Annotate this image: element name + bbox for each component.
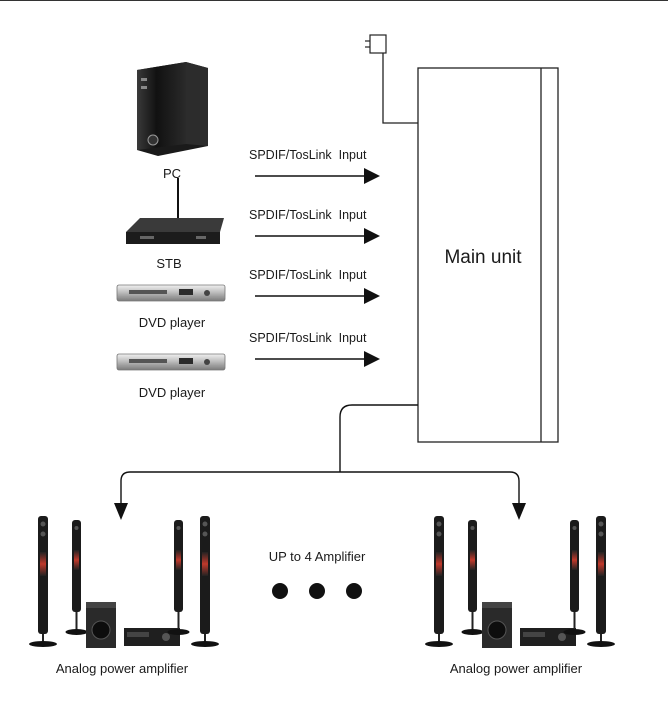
pc-tower-icon	[137, 62, 208, 156]
source-label-dvd-2: DVD player	[139, 385, 206, 400]
source-label-stb: STB	[156, 256, 181, 271]
set-top-box-icon	[126, 178, 224, 244]
input-arrow-1: SPDIF/TosLink Input	[249, 148, 380, 184]
output-connector	[114, 404, 526, 520]
ellipsis-dots	[272, 583, 362, 599]
input-arrow-3: SPDIF/TosLink Input	[249, 268, 380, 304]
input-label: SPDIF/TosLink Input	[249, 208, 367, 222]
input-arrow-2: SPDIF/TosLink Input	[249, 208, 380, 244]
input-arrow-4: SPDIF/TosLink Input	[249, 331, 380, 367]
power-plug-icon	[365, 34, 418, 124]
input-label: SPDIF/TosLink Input	[249, 268, 367, 282]
output-label-right: Analog power amplifier	[450, 661, 583, 676]
source-label-pc: PC	[163, 166, 181, 181]
input-label: SPDIF/TosLink Input	[249, 331, 367, 345]
dvd-player-icon	[116, 353, 226, 371]
input-label: SPDIF/TosLink Input	[249, 148, 367, 162]
main-unit-box: Main unit	[417, 67, 559, 443]
amplifier-note: UP to 4 Amplifier	[269, 549, 366, 564]
source-label-dvd-1: DVD player	[139, 315, 206, 330]
top-border	[0, 0, 668, 1]
main-unit-label: Main unit	[444, 247, 522, 268]
speaker-system-right-icon	[424, 515, 616, 649]
speaker-system-left-icon	[28, 515, 220, 649]
dvd-player-icon	[116, 284, 226, 302]
output-label-left: Analog power amplifier	[56, 661, 189, 676]
